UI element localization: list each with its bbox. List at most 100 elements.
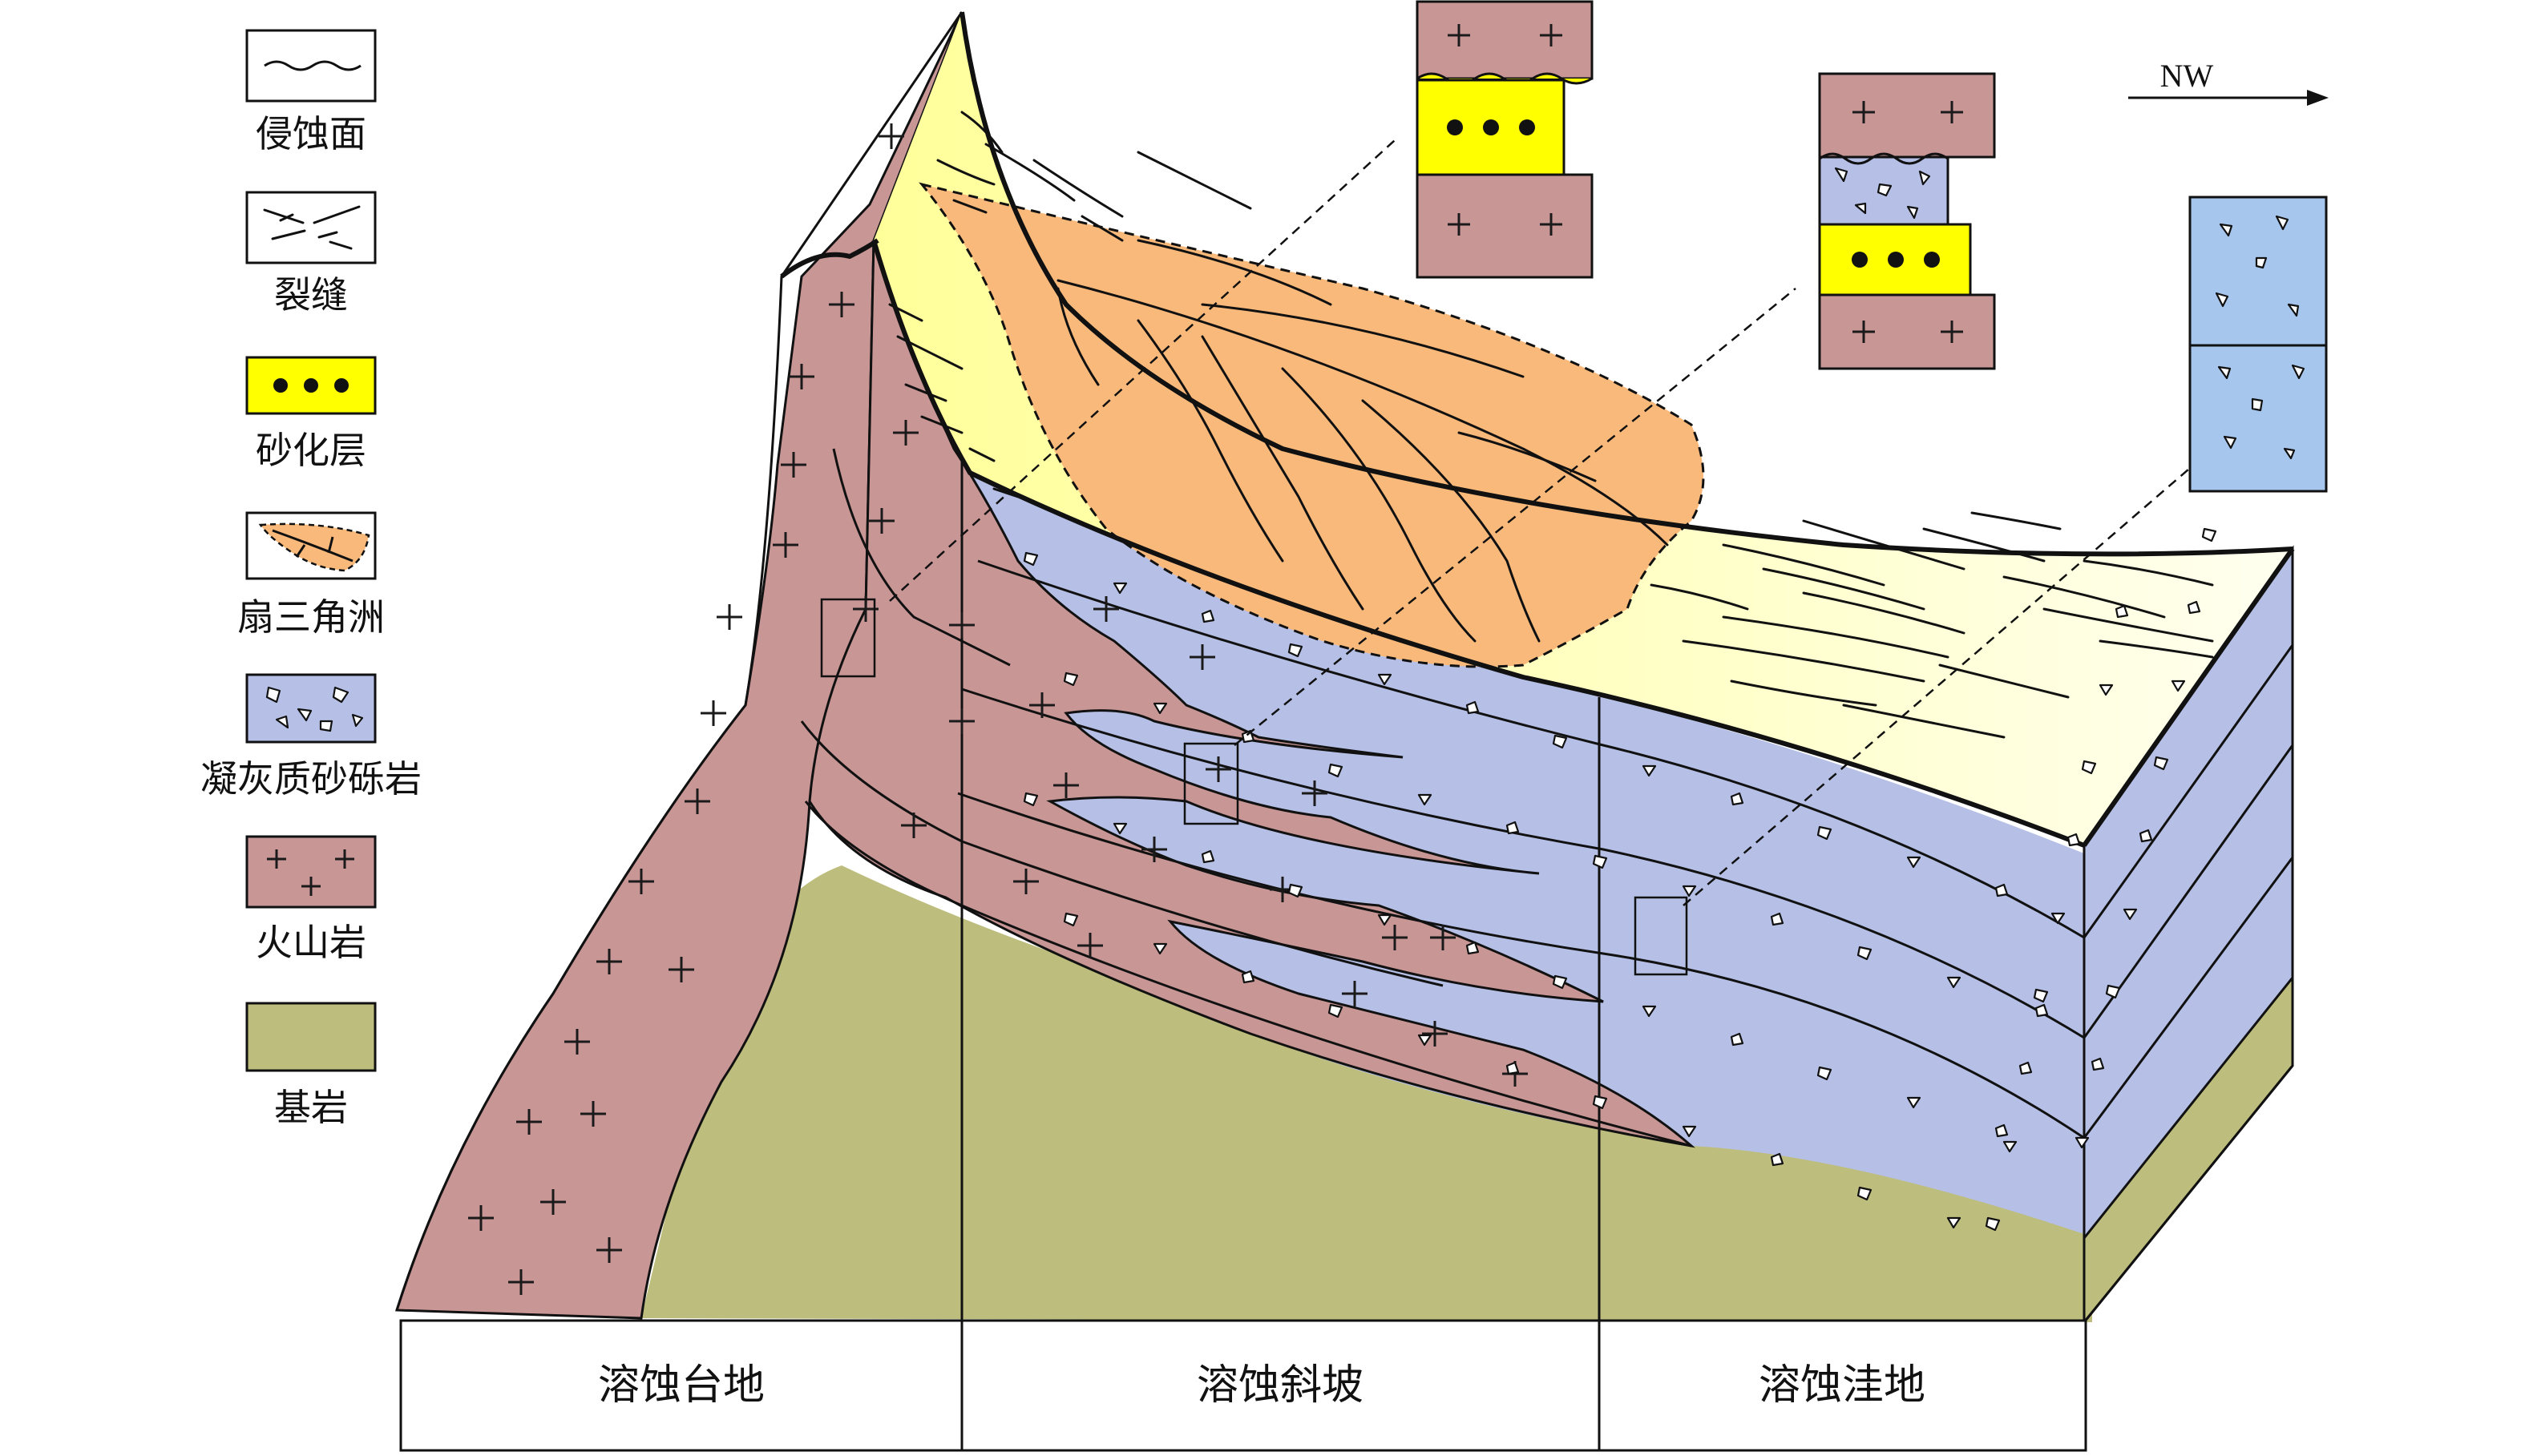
volcanic-plus-mark xyxy=(596,949,622,974)
strat-column-3 xyxy=(2188,196,2328,493)
direction-label: NW xyxy=(2160,58,2214,94)
glutenite-clast xyxy=(1985,1216,2001,1232)
volcanic-plus-mark xyxy=(1342,981,1368,1006)
top-fractures xyxy=(888,111,2214,739)
volcanic-plus-mark xyxy=(1013,869,1039,894)
volcanic-rock-icon xyxy=(245,835,377,909)
glutenite-clast xyxy=(1592,1095,1608,1110)
glutenite-clast xyxy=(2105,984,2121,999)
glutenite-clast xyxy=(1377,673,1392,686)
glutenite-clast xyxy=(1063,912,1079,927)
zone-bar: 溶蚀台地 溶蚀斜坡 溶蚀洼地 xyxy=(399,1319,2087,1452)
volcanic-plus-mark xyxy=(901,813,927,838)
glutenite-clast xyxy=(1642,764,1657,777)
glutenite-clast xyxy=(2018,1061,2033,1075)
glutenite-clast xyxy=(2171,680,2186,692)
volcanic-boundary-3 xyxy=(832,448,1011,667)
glutenite-clast xyxy=(1994,883,2009,897)
glutenite-clast xyxy=(2139,829,2153,843)
layer-boundary-1 xyxy=(977,559,2085,939)
glutenite-clast xyxy=(1287,883,1303,898)
glutenite-clast xyxy=(1505,1061,1520,1075)
volcanic-inner xyxy=(808,240,1696,1148)
legend-item-fan-delta: 扇三角洲 xyxy=(237,511,385,639)
volcanic-plus-mark xyxy=(773,532,798,558)
glutenite-clast xyxy=(1327,1003,1343,1018)
fan-delta-channels xyxy=(1056,239,1669,643)
outer-slope-edge xyxy=(395,11,964,1311)
leader-line-3 xyxy=(1683,448,2213,906)
volcanic-plus-mark xyxy=(1093,596,1119,622)
glutenite-clast xyxy=(2002,1140,2018,1153)
glutenite-clast xyxy=(1287,643,1303,658)
glutenite-clast xyxy=(1730,792,1744,806)
legend: 侵蚀面 裂缝 砂化层 扇三角洲 凝灰 xyxy=(200,29,422,1129)
glutenite-front xyxy=(962,473,2084,1234)
volcanic-plus-mark xyxy=(1206,756,1231,782)
glutenite-clast xyxy=(1816,1066,1832,1081)
glutenite-clast xyxy=(1946,976,1961,989)
side-layer-line-1 xyxy=(2083,644,2294,938)
volcanic-plus-mark xyxy=(468,1205,494,1231)
volcanic-plus-mark xyxy=(949,708,975,734)
glutenite-clast xyxy=(1505,821,1520,835)
block-diagram xyxy=(394,11,2295,1326)
volcanic-plus-mark xyxy=(717,604,742,630)
direction-arrow: NW xyxy=(2128,58,2329,106)
fan-delta-lobe xyxy=(919,182,1705,668)
glutenite-clast xyxy=(1023,792,1039,807)
glutenite-clast xyxy=(2099,684,2114,696)
volcanic-plus-mark xyxy=(1077,933,1103,958)
legend-item-volcanic-rock: 火山岩 xyxy=(245,835,377,964)
glutenite-clast xyxy=(1201,849,1215,864)
volcanic-plus-mark xyxy=(869,508,895,534)
volcanic-plus-mark xyxy=(564,1029,590,1055)
glutenite-clast xyxy=(1113,582,1128,595)
sample-box-1 xyxy=(820,598,876,678)
glutenite-clast xyxy=(1682,1125,1697,1138)
glutenite-clast xyxy=(1816,825,1832,841)
strat-column-2 xyxy=(1818,72,1996,370)
volcanic-plus-mark xyxy=(789,364,814,389)
glutenite-clast xyxy=(2153,756,2169,771)
legend-label: 裂缝 xyxy=(274,273,348,317)
volcanic-plus-mark xyxy=(701,700,726,726)
volcanic-plus-mark xyxy=(540,1189,566,1215)
glutenite-clast xyxy=(1552,734,1568,749)
erosion-surface-line xyxy=(780,238,879,279)
leader-line-2 xyxy=(1234,288,1796,746)
zone-label-platform: 溶蚀台地 xyxy=(598,1361,765,1410)
legend-item-sanded-layer: 砂化层 xyxy=(245,356,377,472)
volcanic-plus-mark xyxy=(949,612,975,638)
glutenite-clast xyxy=(1327,763,1343,778)
volcanic-plus-mark xyxy=(1141,837,1167,862)
glutenite-clast xyxy=(2115,604,2129,619)
legend-label: 基岩 xyxy=(274,1086,348,1129)
volcanic-plus-mark xyxy=(596,1237,622,1263)
top-surface-outline xyxy=(960,11,2293,557)
legend-label: 砂化层 xyxy=(256,429,366,472)
glutenite-clast xyxy=(1241,970,1255,984)
glutenite-clast xyxy=(1063,672,1079,687)
glutenite-clast xyxy=(2091,1057,2105,1071)
glutenite-clast xyxy=(2033,988,2049,1003)
volcanic-plus-mark xyxy=(508,1269,534,1295)
volcanic-plus-mark xyxy=(1190,644,1215,670)
sample-box-2 xyxy=(1183,742,1239,825)
leader-line-1 xyxy=(889,139,1396,602)
glutenite-clast xyxy=(1552,974,1568,990)
legend-label: 火山岩 xyxy=(256,921,366,964)
volcanic-plus-mark xyxy=(829,292,854,317)
legend-item-fracture: 裂缝 xyxy=(245,191,377,317)
top-side-edge xyxy=(2082,547,2295,847)
glutenite-clast xyxy=(1770,912,1784,926)
legend-label: 扇三角洲 xyxy=(237,595,385,639)
glutenite-clast xyxy=(1994,1123,2009,1138)
volcanic-plus-mark xyxy=(1430,925,1456,950)
volcanic-plus-mark xyxy=(669,957,694,982)
volcanic-plus-mark xyxy=(628,869,654,894)
volcanic-plus-mark xyxy=(580,1101,606,1127)
legend-label: 凝灰质砂砾岩 xyxy=(200,757,422,801)
glutenite-clast xyxy=(1417,1034,1432,1047)
